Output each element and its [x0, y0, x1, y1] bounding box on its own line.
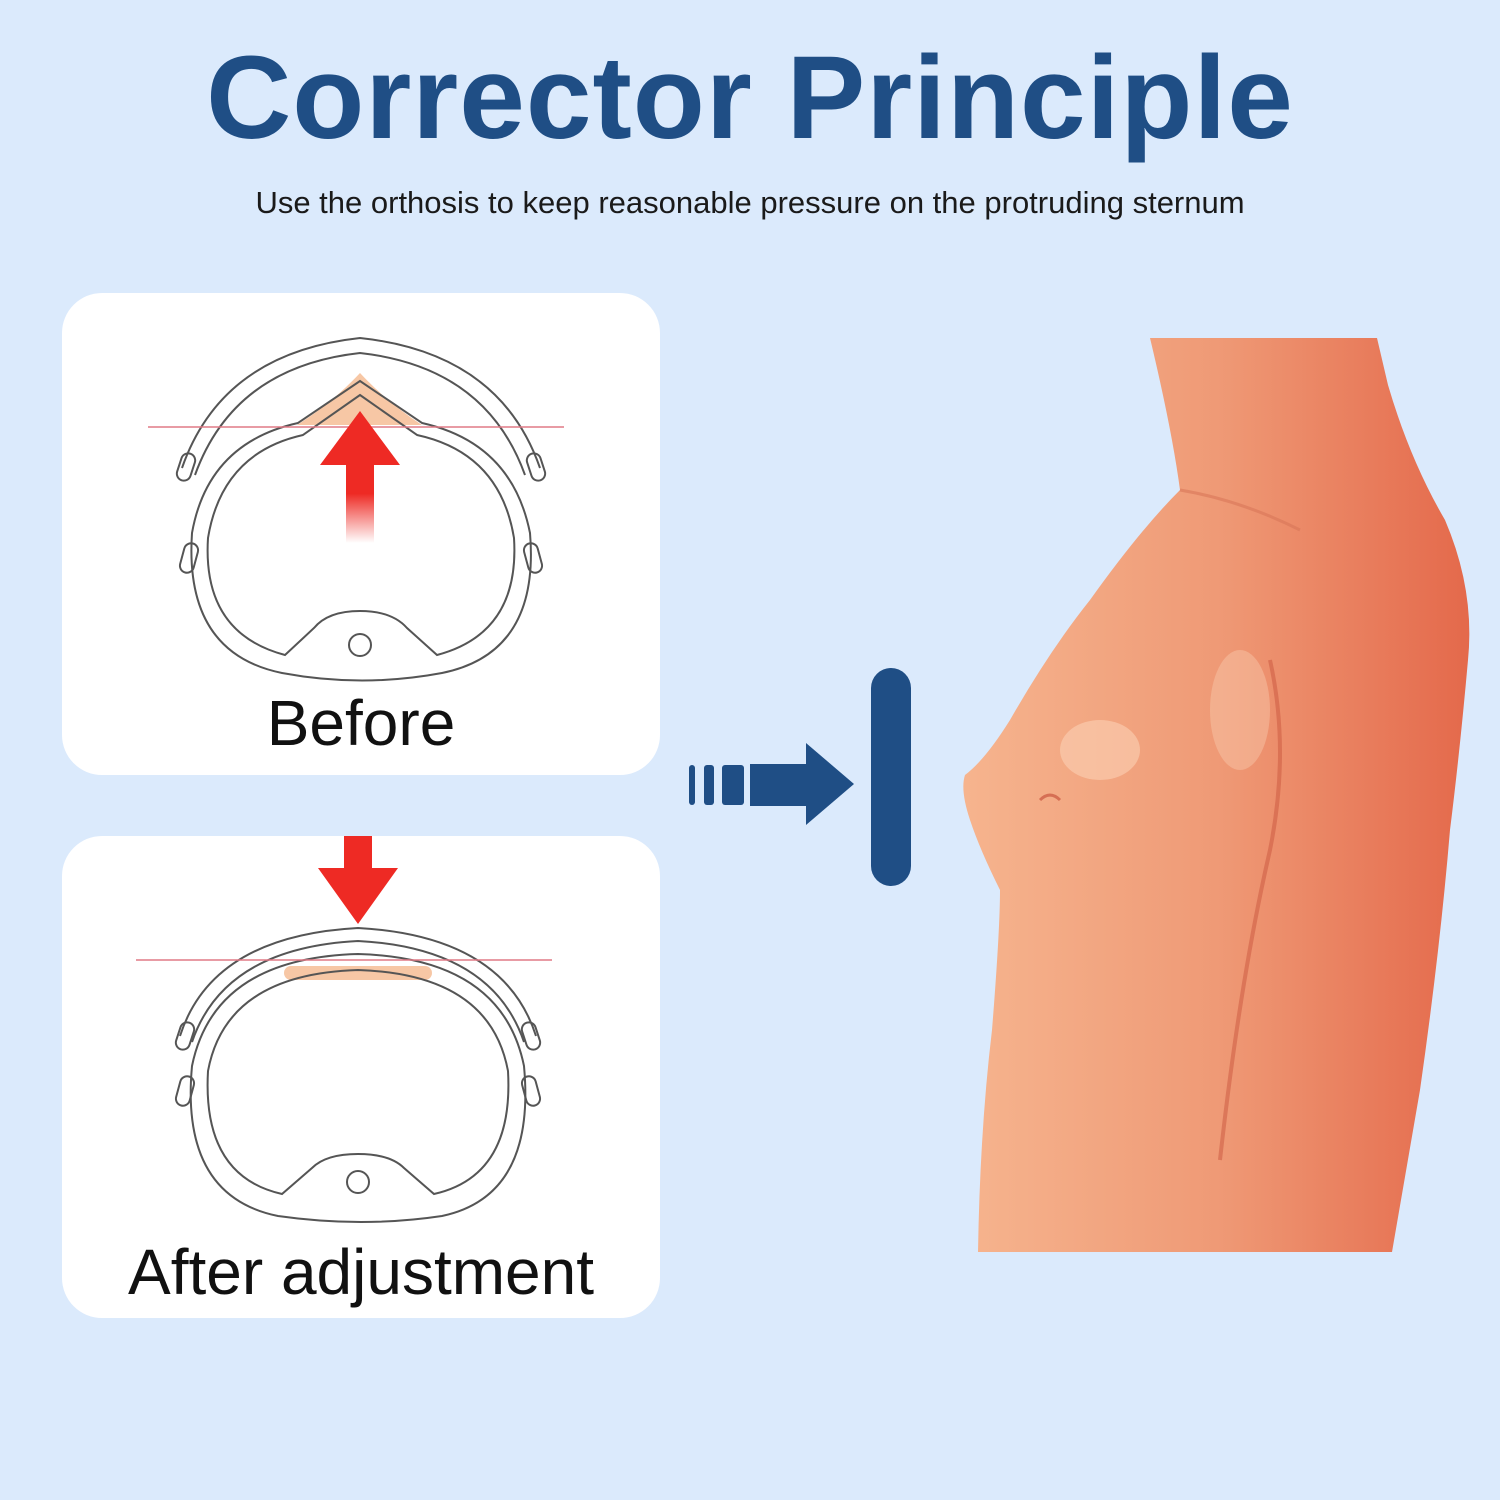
torso-silhouette [963, 338, 1470, 1252]
page-subtitle: Use the orthosis to keep reasonable pres… [255, 185, 1245, 220]
before-chest-diagram [148, 336, 564, 682]
brace-outer-arc [181, 336, 541, 469]
torso-illustration [963, 338, 1470, 1252]
after-chest-diagram [136, 836, 552, 1223]
before-label: Before [266, 687, 456, 759]
right-arrow-icon [689, 743, 854, 825]
page-title: Corrector Principle [206, 32, 1294, 164]
brace-inner-arc [191, 939, 525, 1043]
brace-outer-arc [179, 926, 537, 1037]
chest-inner [206, 393, 516, 657]
brace-inner-arc [194, 351, 526, 476]
before-panel: Before [62, 293, 660, 775]
pressure-plate-icon [871, 668, 911, 886]
sternum-pad [284, 966, 432, 980]
after-panel: After adjustment [62, 836, 660, 1318]
spine-circle [348, 633, 372, 657]
after-label: After adjustment [128, 1236, 594, 1308]
chest-inner [206, 968, 510, 1196]
spine-circle [346, 1170, 370, 1194]
up-arrow-icon [320, 411, 400, 543]
down-arrow-icon [318, 836, 398, 924]
chest-outer [190, 379, 532, 682]
chest-outer [189, 952, 527, 1223]
sternum-pad [297, 373, 422, 425]
pressure-graphic [689, 668, 911, 886]
